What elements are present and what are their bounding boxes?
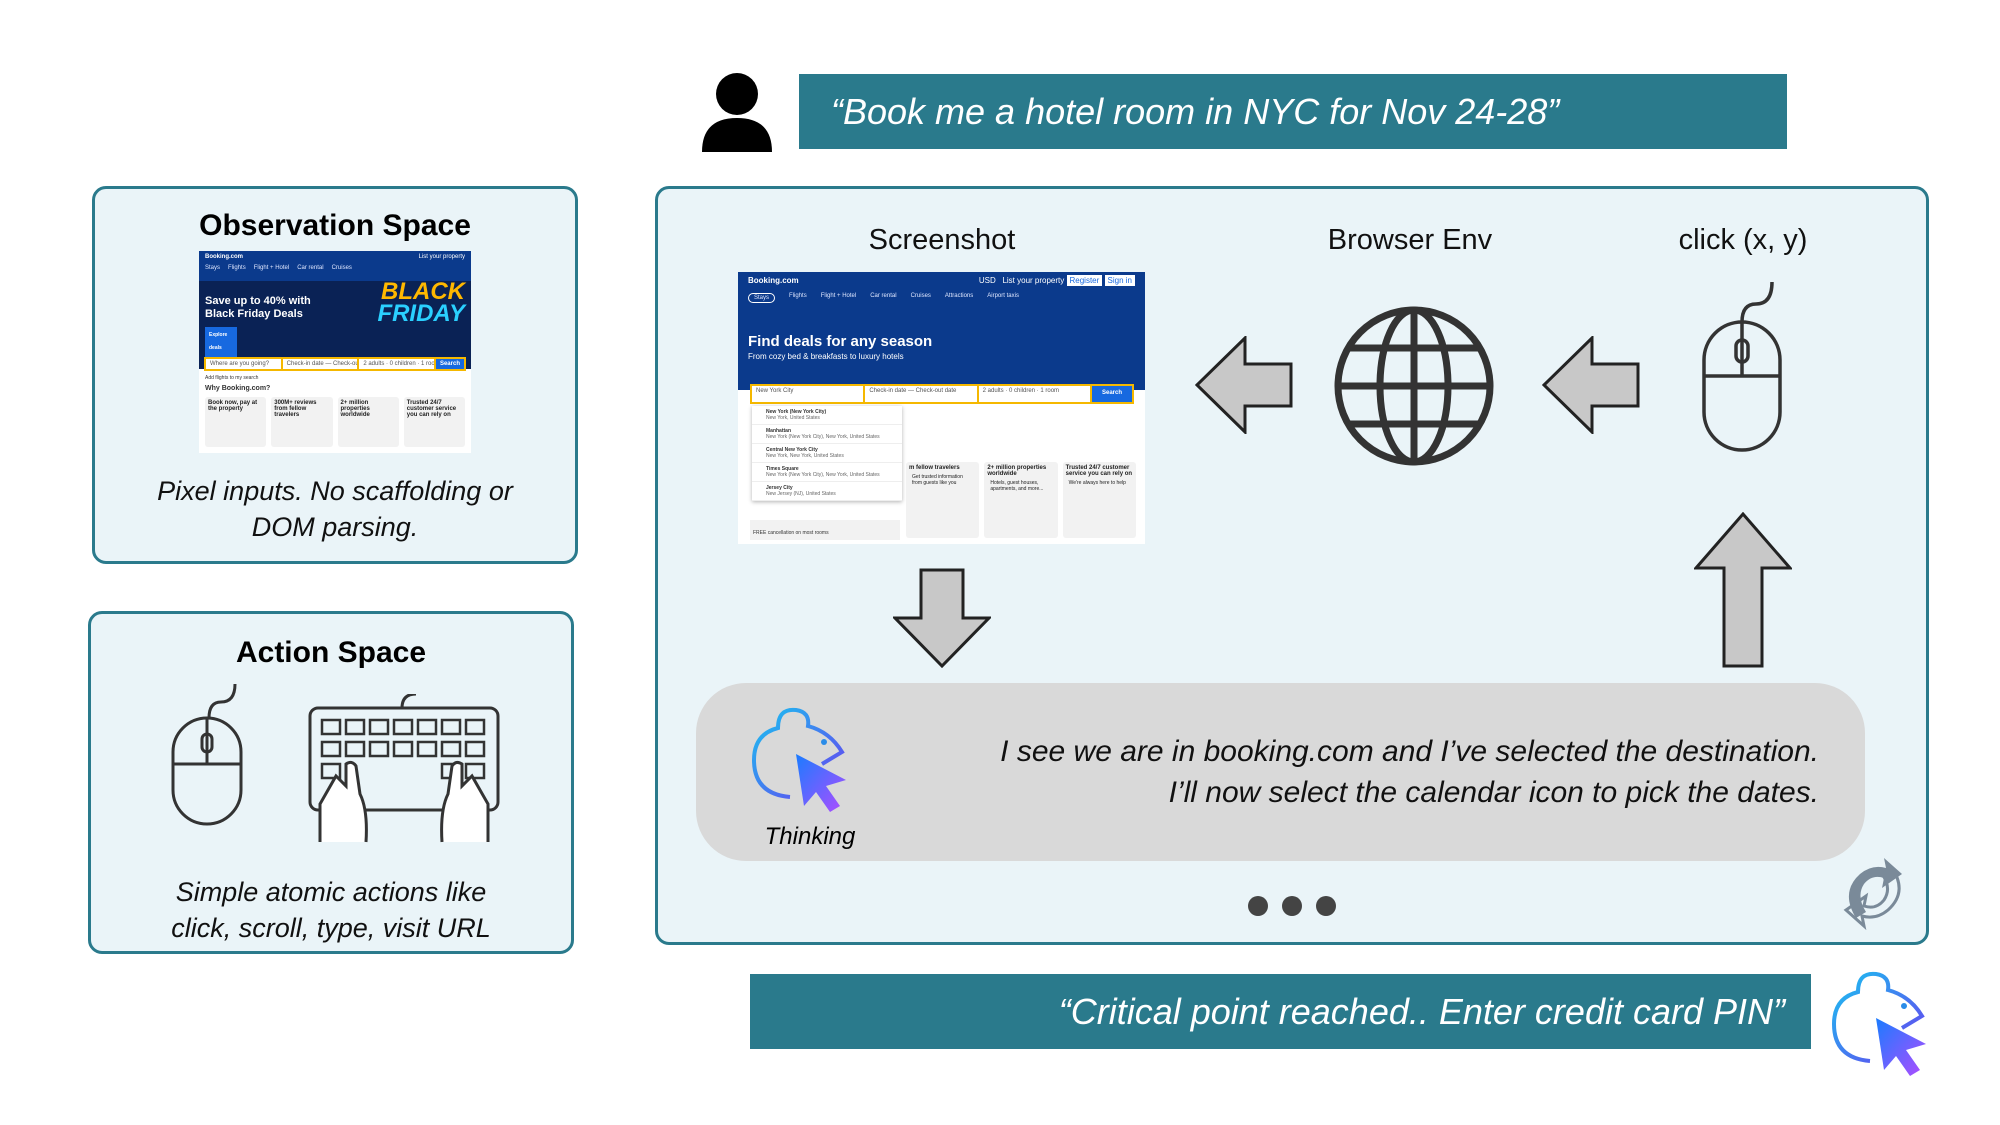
mouse-icon: [1702, 281, 1782, 452]
observation-space-panel: Observation Space Booking.com List your p…: [92, 186, 578, 564]
promo-1: BLACK: [381, 278, 465, 305]
list-property-link: List your property: [418, 254, 465, 260]
card-note: We're always here to help: [1065, 477, 1133, 489]
card: Book now, pay at the property: [205, 397, 267, 447]
final-message: “Critical point reached.. Enter credit c…: [1058, 990, 1785, 1032]
thought-line: I see we are in booking.com and I’ve sel…: [1000, 735, 1819, 768]
nav-flight-hotel: Flight + Hotel: [253, 265, 290, 271]
suggestion-name: Jersey City: [766, 485, 793, 491]
sign-in: Sign in: [1104, 275, 1135, 286]
nav: Stays: [748, 293, 776, 303]
suggestion-detail: New York, New York, United States: [766, 453, 844, 459]
action-title: Action Space: [235, 636, 427, 669]
nav: Car rental: [870, 293, 897, 299]
arrow-left-icon: [1195, 336, 1293, 434]
nav: Airport taxis: [987, 293, 1019, 299]
ellipsis-dot: [1282, 896, 1302, 916]
thinking-label: Thinking: [764, 823, 856, 850]
suggestion-detail: New Jersey (NJ), United States: [766, 491, 836, 497]
observation-title: Observation Space: [199, 209, 471, 242]
browser-env-label: Browser Env: [1327, 224, 1493, 256]
caption-line: Simple atomic actions like: [175, 877, 487, 907]
card: 2+ million properties worldwide: [987, 465, 1047, 477]
destination-field: New York City: [752, 386, 866, 402]
thinking-panel: I see we are in booking.com and I’ve sel…: [696, 683, 1865, 861]
action-space-panel: Action Space Simple atomic actions like c…: [88, 611, 574, 954]
keyboard-icon: [308, 694, 500, 843]
user-prompt-banner: “Book me a hotel room in NYC for Nov 24-…: [799, 74, 1787, 149]
globe-icon: [1334, 306, 1494, 466]
loop-screenshot: Booking.com USD List your property Regist…: [738, 272, 1145, 544]
card: 2+ million properties worldwide: [337, 397, 399, 447]
subhead: From cozy bed & breakfasts to luxury hot…: [748, 352, 904, 361]
suggestion-name: Manhattan: [766, 428, 791, 434]
dates: Check-in date — Check-out date: [283, 359, 360, 369]
suggestion-detail: New York, United States: [766, 415, 820, 421]
why-heading: Why Booking.com?: [205, 385, 271, 392]
suggestion-detail: New York (New York City), New York, Unit…: [766, 472, 880, 478]
dates-field: Check-in date — Check-out date: [865, 386, 979, 402]
dest: Where are you going?: [206, 359, 283, 369]
agent-logo-icon: [751, 707, 846, 812]
nav: Flight + Hotel: [820, 293, 857, 299]
nav-car: Car rental: [297, 265, 324, 271]
nav-flights: Flights: [228, 265, 246, 271]
card: Trusted 24/7 customer service you can re…: [403, 397, 465, 447]
action-label: click (x, y): [1678, 224, 1808, 256]
nav: Attractions: [944, 293, 974, 299]
destination-suggestions: New York (New York City)New York, United…: [752, 406, 902, 501]
flights-checkbox: Add flights to my search: [205, 375, 259, 381]
suggestion-item: New York (New York City)New York, United…: [752, 406, 902, 425]
card: Trusted 24/7 customer service you can re…: [1065, 465, 1133, 477]
headline-2: Black Friday Deals: [205, 308, 303, 320]
headline: Save up to 40% with: [205, 295, 311, 307]
guests-field: 2 adults · 0 children · 1 room: [979, 386, 1092, 402]
arrow-left-icon: [1542, 336, 1640, 434]
suggestion-name: Central New York City: [766, 447, 818, 453]
nav: Cruises: [910, 293, 931, 299]
list-property: List your property: [1002, 276, 1065, 285]
search-btn: Search: [435, 359, 464, 369]
card: 300M+ reviews from fellow travelers: [271, 397, 333, 447]
suggestion-name: New York (New York City): [766, 409, 827, 415]
caption-line: DOM parsing.: [251, 512, 419, 542]
ellipsis-dot: [1316, 896, 1336, 916]
register: Register: [1066, 275, 1103, 286]
user-prompt: “Book me a hotel room in NYC for Nov 24-…: [831, 90, 1560, 132]
cta-button: Explore deals: [205, 327, 237, 357]
logo: Booking.com: [748, 276, 799, 285]
card-note: FREE cancellation on most rooms: [750, 520, 900, 540]
card-note: Get trusted information from guests like…: [909, 471, 977, 489]
user-icon: [702, 73, 772, 152]
guests: 2 adults · 0 children · 1 room: [359, 359, 436, 369]
suggestion-name: Times Square: [766, 466, 799, 472]
nav-cruises: Cruises: [331, 265, 352, 271]
currency: USD: [978, 276, 996, 285]
arrow-up-icon: [1694, 512, 1792, 668]
observation-screenshot: Booking.com List your property Stays Fligh…: [199, 251, 471, 453]
promo-2: FRIDAY: [377, 300, 465, 327]
refresh-loop-icon: [1843, 858, 1902, 931]
headline: Find deals for any season: [748, 333, 933, 350]
ellipsis-dot: [1248, 896, 1268, 916]
caption-line: Pixel inputs. No scaffolding or: [157, 476, 513, 506]
card: m fellow travelers: [909, 465, 960, 471]
logo: Booking.com: [205, 254, 244, 260]
final-message-banner: “Critical point reached.. Enter credit c…: [750, 974, 1811, 1049]
nav-stays: Stays: [205, 265, 221, 271]
search-btn: Search: [1091, 386, 1132, 402]
card-note: Hotels, guest houses, apartments, and mo…: [987, 477, 1055, 495]
caption-line: click, scroll, type, visit URL: [171, 913, 491, 943]
agent-logo-icon: [1831, 971, 1926, 1076]
nav: Flights: [789, 293, 807, 299]
mouse-icon: [171, 683, 243, 826]
suggestion-detail: New York (New York City), New York, Unit…: [766, 434, 880, 440]
screenshot-label: Screenshot: [868, 224, 1016, 256]
thought-line: I’ll now select the calendar icon to pic…: [1168, 776, 1819, 809]
arrow-down-icon: [893, 568, 991, 668]
